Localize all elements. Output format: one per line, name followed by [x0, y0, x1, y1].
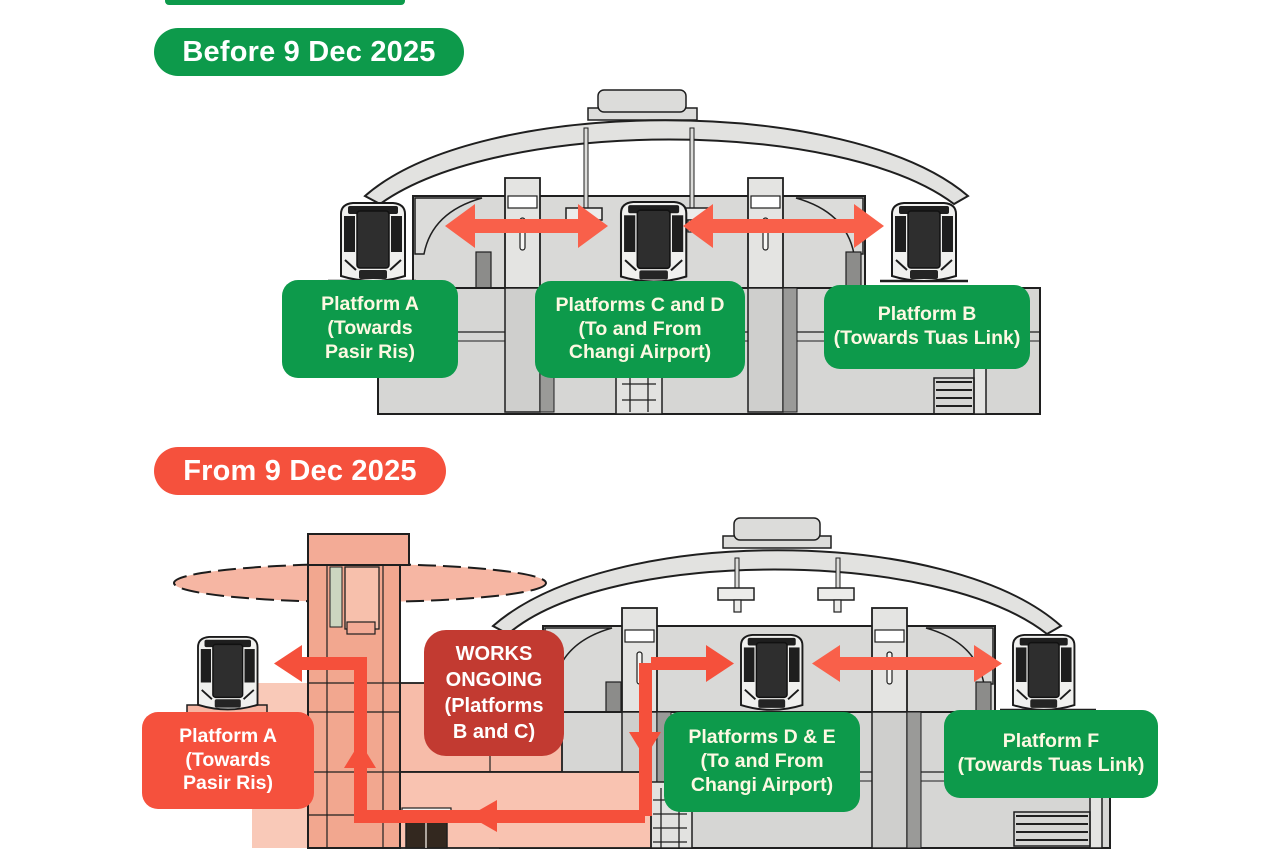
- train-icon: [891, 202, 957, 282]
- train-icon: [619, 201, 688, 283]
- transfer-arrow-icon: [445, 204, 608, 248]
- transfer-arrow-icon: [812, 645, 1002, 682]
- label-platform-a-before: Platform A (Towards Pasir Ris): [282, 280, 458, 378]
- label-platforms-d-e-after: Platforms D & E (To and From Changi Airp…: [664, 712, 860, 812]
- cropped-green-strip: [165, 0, 405, 5]
- train-icon: [197, 635, 259, 711]
- route-arrow-icon: [274, 645, 734, 832]
- label-platforms-c-d-before: Platforms C and D (To and From Changi Ai…: [535, 281, 745, 378]
- label-works-ongoing: WORKS ONGOING (Platforms B and C): [424, 630, 564, 756]
- label-platform-f-after: Platform F (Towards Tuas Link): [944, 710, 1158, 798]
- transfer-arrow-icon: [683, 204, 884, 248]
- badge-before-date: Before 9 Dec 2025: [154, 28, 464, 76]
- train-icon: [740, 634, 804, 711]
- station-cross-section-after: [173, 517, 1111, 849]
- train-icon: [1012, 634, 1076, 711]
- train-icon: [340, 202, 406, 282]
- badge-after-date: From 9 Dec 2025: [154, 447, 446, 495]
- label-platform-b-before: Platform B (Towards Tuas Link): [824, 285, 1030, 369]
- label-platform-a-after: Platform A (Towards Pasir Ris): [142, 712, 314, 809]
